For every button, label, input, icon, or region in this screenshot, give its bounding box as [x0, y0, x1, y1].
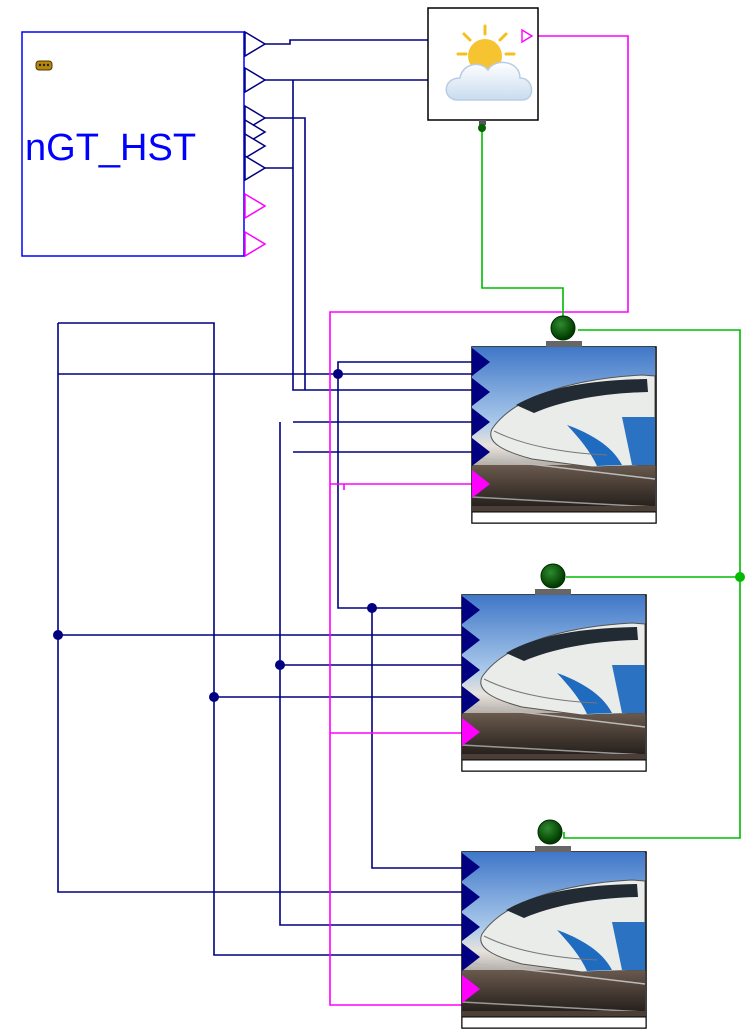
- train-block-1[interactable]: [472, 316, 656, 523]
- bus-connector-icon: [36, 61, 52, 70]
- wire-weather-heat: [482, 128, 563, 316]
- wire-source-weather-1: [265, 40, 428, 44]
- junction-dots: [53, 369, 377, 702]
- wire-train3-port1: [372, 608, 462, 868]
- train-block-footer: [472, 512, 656, 523]
- weather-heat-port[interactable]: [478, 124, 486, 132]
- train-block-2[interactable]: [462, 564, 646, 771]
- heat-port-icon[interactable]: [546, 316, 582, 347]
- source-signal-ports: [245, 194, 265, 256]
- wire-train1-top: [338, 362, 472, 374]
- signal-output-port[interactable]: [245, 232, 265, 256]
- real-output-port[interactable]: [245, 68, 265, 92]
- wire-source-train1-a: [293, 80, 472, 390]
- high-speed-train-image: [472, 347, 655, 512]
- train-block-footer: [462, 1017, 646, 1028]
- wire-train2-port1: [338, 374, 462, 608]
- wire-train3-port3: [280, 422, 462, 925]
- junction-dot: [53, 630, 63, 640]
- source-real-ports: [245, 32, 265, 180]
- source-block-ngt-hst[interactable]: nGT_HST: [22, 32, 265, 256]
- real-output-port[interactable]: [245, 156, 265, 180]
- junction-dot: [367, 603, 377, 613]
- junction-dot: [275, 660, 285, 670]
- train-block-3[interactable]: [462, 820, 646, 1028]
- signal-output-port[interactable]: [245, 194, 265, 218]
- train-block-footer: [462, 760, 646, 771]
- weather-block[interactable]: [428, 8, 538, 132]
- heat-port-icon[interactable]: [535, 564, 571, 595]
- junction-dot: [209, 692, 219, 702]
- high-speed-train-image: [462, 852, 645, 1017]
- wire-source-train1-b: [265, 118, 305, 390]
- junction-dot: [333, 369, 343, 379]
- wire-bus-loop: [58, 323, 462, 955]
- high-speed-train-image: [462, 595, 645, 760]
- junction-dot-heat: [735, 572, 745, 582]
- real-output-port[interactable]: [245, 32, 265, 56]
- heat-port-icon[interactable]: [535, 820, 571, 852]
- source-block-label: nGT_HST: [25, 127, 196, 169]
